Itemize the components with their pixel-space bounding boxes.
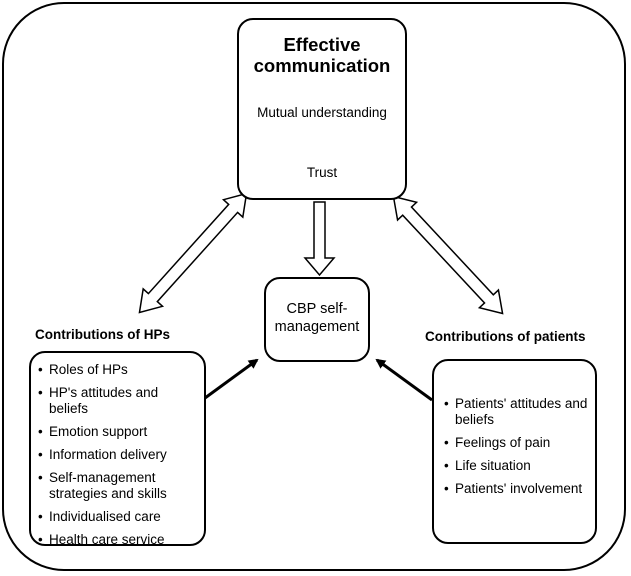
communication-box — [237, 18, 407, 200]
patients-list: Patients' attitudes and beliefs Feelings… — [444, 396, 589, 504]
arrow-patients-to-cbp — [375, 358, 433, 402]
hps-list: Roles of HPs HP's attitudes and beliefs … — [38, 362, 200, 555]
list-item: Patients' involvement — [444, 481, 589, 497]
hps-heading: Contributions of HPs — [35, 327, 170, 342]
hollow-arrow-communication-to-cbp — [303, 201, 336, 277]
list-item: HP's attitudes and beliefs — [38, 385, 200, 417]
hollow-double-arrow-right — [392, 195, 504, 315]
list-item: Health care service — [38, 532, 200, 548]
outer-frame — [2, 2, 626, 571]
list-item: Feelings of pain — [444, 435, 589, 451]
mutual-understanding-label: Mutual understanding — [257, 105, 387, 120]
hollow-double-arrow-left — [138, 192, 248, 314]
list-item: Individualised care — [38, 509, 200, 525]
list-item: Self-management strategies and skills — [38, 470, 200, 502]
list-item: Roles of HPs — [38, 362, 200, 378]
list-item: Emotion support — [38, 424, 200, 440]
patients-heading: Contributions of patients — [425, 329, 586, 344]
cbp-box — [264, 277, 370, 362]
trust-label: Trust — [306, 165, 338, 180]
cbp-label: CBP self-management — [274, 301, 360, 335]
arrow-hps-to-cbp — [204, 358, 259, 400]
list-item: Life situation — [444, 458, 589, 474]
communication-title: Effective communication — [253, 34, 391, 76]
list-item: Information delivery — [38, 447, 200, 463]
patients-box — [432, 359, 597, 544]
list-item: Patients' attitudes and beliefs — [444, 396, 589, 428]
